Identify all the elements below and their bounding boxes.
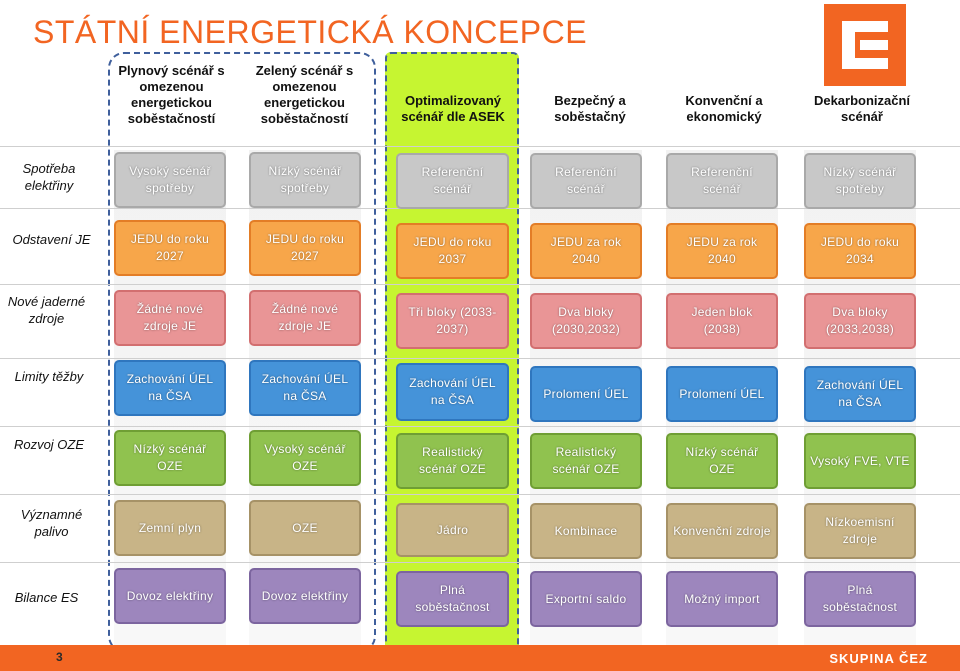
cell-spotreba: Referenční scénář	[666, 153, 778, 209]
cell-spotreba: Nízký scénář spotřeby	[249, 152, 361, 208]
cell-vyznamne-palivo: Kombinace	[530, 503, 642, 559]
column-header: Zelený scénář s omezenou energetickou so…	[255, 63, 354, 126]
cell-spotreba: Referenční scénář	[396, 153, 509, 209]
cell-odstaveni-je: JEDU za rok 2040	[666, 223, 778, 279]
footer-bar	[0, 645, 960, 671]
cell-odstaveni-je: JEDU do roku 2027	[249, 220, 361, 276]
cell-spotreba: Vysoký scénář spotřeby	[114, 152, 226, 208]
cell-vyznamne-palivo: Zemní plyn	[114, 500, 226, 556]
cez-logo-icon	[824, 4, 906, 86]
cell-limity-tezby: Zachování ÚEL na ČSA	[249, 360, 361, 416]
cell-spotreba: Nízký scénář spotřeby	[804, 153, 916, 209]
cell-limity-tezby: Prolomení ÚEL	[530, 366, 642, 422]
cell-bilance-es: Exportní saldo	[530, 571, 642, 627]
row-label: Limity těžby	[14, 369, 84, 384]
cell-odstaveni-je: JEDU do roku 2037	[396, 223, 509, 279]
cell-limity-tezby: Zachování ÚEL na ČSA	[396, 363, 509, 421]
cell-nove-jaderne-zdroje: Tři bloky (2033-2037)	[396, 293, 509, 349]
cell-limity-tezby: Prolomení ÚEL	[666, 366, 778, 422]
cell-nove-jaderne-zdroje: Žádné nové zdroje JE	[249, 290, 361, 346]
cell-odstaveni-je: JEDU za rok 2040	[530, 223, 642, 279]
column-header: Optimalizovaný scénář dle ASEK	[401, 93, 505, 124]
cell-bilance-es: Dovoz elektřiny	[114, 568, 226, 624]
cell-nove-jaderne-zdroje: Jeden blok (2038)	[666, 293, 778, 349]
cell-rozvoj-oze: Vysoký scénář OZE	[249, 430, 361, 486]
column-header: Konvenční a ekonomický	[685, 93, 763, 124]
cell-bilance-es: Plná soběstačnost	[396, 571, 509, 627]
cell-odstaveni-je: JEDU do roku 2034	[804, 223, 916, 279]
cell-limity-tezby: Zachování ÚEL na ČSA	[114, 360, 226, 416]
row-label: Spotřeba elektřiny	[22, 161, 76, 193]
row-label: Významné palivo	[20, 507, 83, 539]
column-header: Dekarbonizační scénář	[813, 93, 911, 124]
cell-bilance-es: Plná soběstačnost	[804, 571, 916, 627]
cell-vyznamne-palivo: Konvenční zdroje	[666, 503, 778, 559]
row-label: Nové jaderné zdroje	[7, 294, 86, 326]
page-title: STÁTNÍ ENERGETICKÁ KONCEPCE	[33, 14, 588, 50]
row-label: Odstavení JE	[12, 232, 91, 247]
column-header: Plynový scénář s omezenou energetickou s…	[118, 63, 225, 126]
row-label: Bilance ES	[14, 590, 79, 605]
cell-vyznamne-palivo: Nízkoemisní zdroje	[804, 503, 916, 559]
page-number: 3	[56, 650, 63, 664]
cell-nove-jaderne-zdroje: Dva bloky (2030,2032)	[530, 293, 642, 349]
cell-rozvoj-oze: Realistický scénář OZE	[530, 433, 642, 489]
brand-label: SKUPINA ČEZ	[829, 651, 928, 666]
cell-bilance-es: Možný import	[666, 571, 778, 627]
cell-vyznamne-palivo: Jádro	[396, 503, 509, 557]
cell-odstaveni-je: JEDU do roku 2027	[114, 220, 226, 276]
cell-bilance-es: Dovoz elektřiny	[249, 568, 361, 624]
cell-rozvoj-oze: Realistický scénář OZE	[396, 433, 509, 489]
row-label: Rozvoj OZE	[13, 437, 85, 452]
cell-rozvoj-oze: Nízký scénář OZE	[114, 430, 226, 486]
cell-nove-jaderne-zdroje: Žádné nové zdroje JE	[114, 290, 226, 346]
column-header: Bezpečný a soběstačný	[554, 93, 626, 124]
cell-vyznamne-palivo: OZE	[249, 500, 361, 556]
cell-nove-jaderne-zdroje: Dva bloky (2033,2038)	[804, 293, 916, 349]
cell-spotreba: Referenční scénář	[530, 153, 642, 209]
cell-rozvoj-oze: Vysoký FVE, VTE	[804, 433, 916, 489]
cell-limity-tezby: Zachování ÚEL na ČSA	[804, 366, 916, 422]
cell-rozvoj-oze: Nízký scénář OZE	[666, 433, 778, 489]
